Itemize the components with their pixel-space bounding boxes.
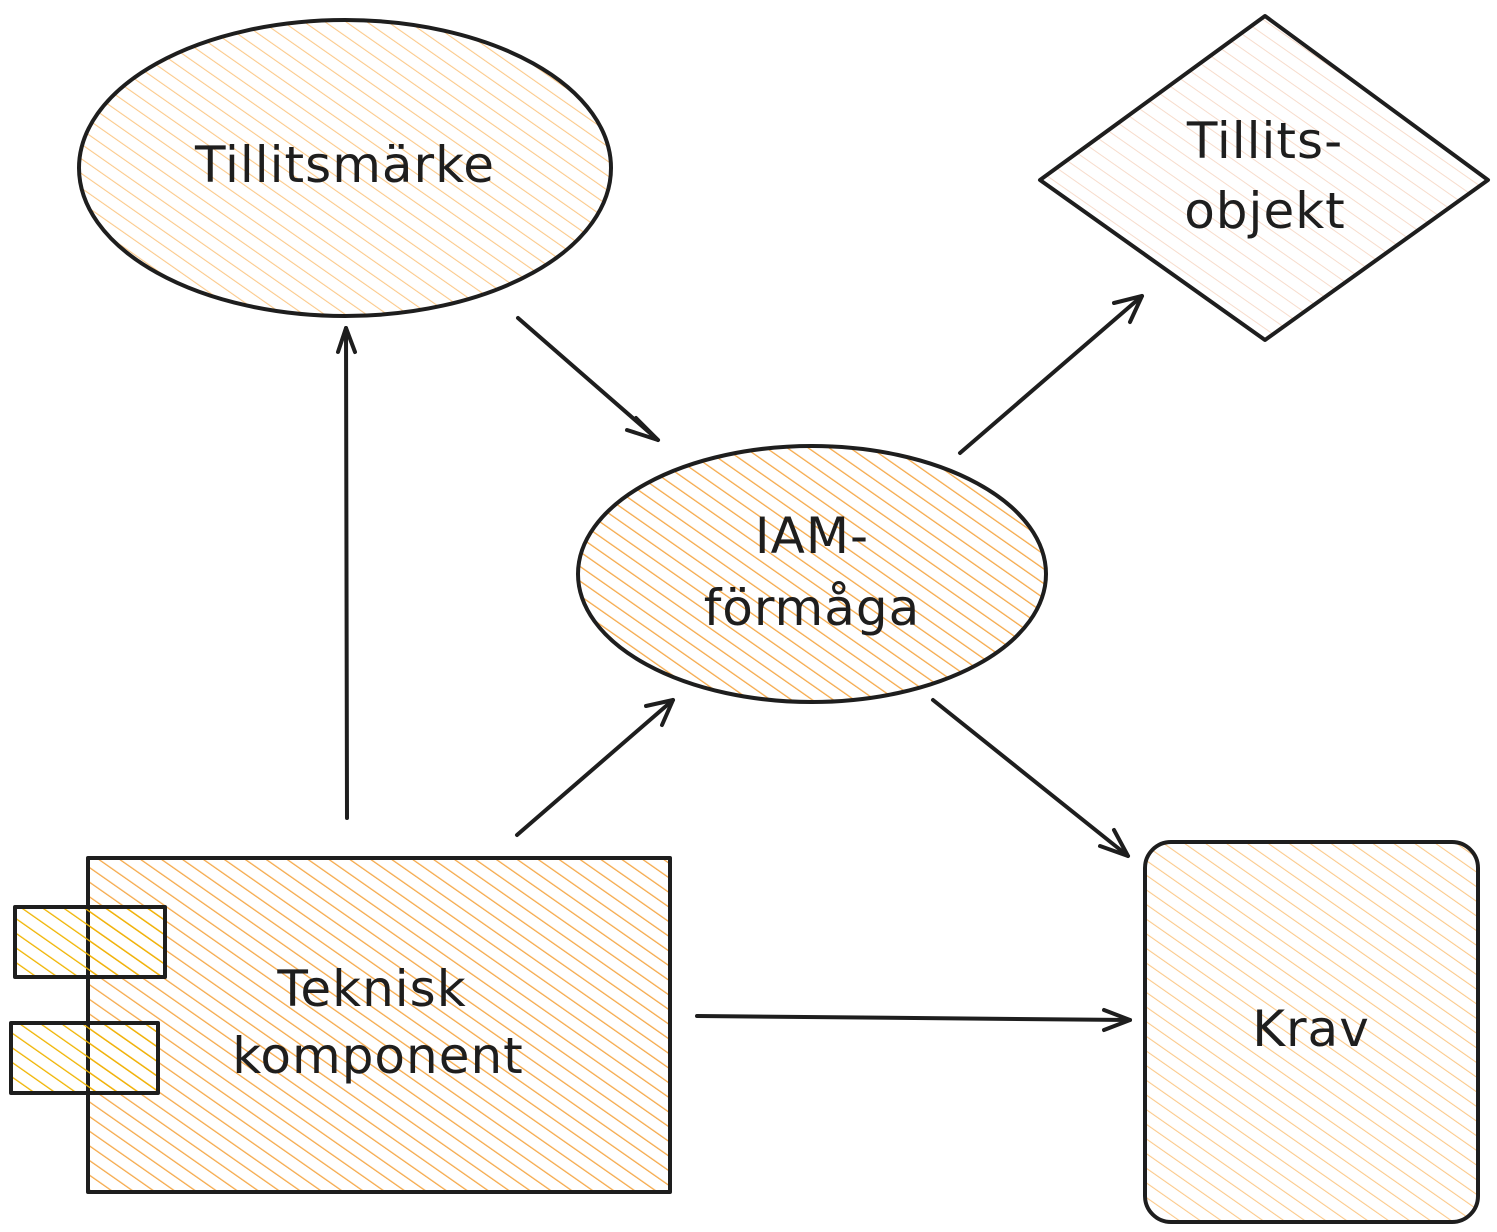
teknisk-port-bottom [9, 1021, 160, 1095]
teknisk-body-fill [88, 858, 670, 1192]
krav-outline [1143, 840, 1480, 1224]
iam-label-line2: förmåga [704, 579, 921, 637]
tillitsobjekt-outline [1038, 14, 1490, 342]
krav-label: Krav [1252, 1000, 1370, 1058]
teknisk-port-top-fill [15, 907, 165, 977]
node-iam-formaga[interactable]: IAM- förmåga [576, 444, 1048, 704]
teknisk-label-line1: Teknisk [276, 960, 466, 1018]
arrow-tillitsmarke-to-iam [516, 316, 660, 442]
node-tillitsmarke[interactable]: Tillitsmärke [77, 18, 613, 318]
arrow-iam-to-krav [931, 698, 1130, 858]
tillitsobjekt-label-line2: objekt [1184, 182, 1346, 240]
arrow-teknisk-to-krav [695, 1008, 1132, 1032]
tillitsmarke-outline [77, 18, 613, 318]
arrow-iam-to-tillitsobjekt [958, 294, 1144, 455]
tillitsmarke-label: Tillitsmärke [194, 136, 495, 194]
tillitsobjekt-label-line1: Tillits- [1186, 112, 1343, 170]
tillitsobjekt-fill [1040, 16, 1488, 340]
teknisk-port-bottom-fill [11, 1023, 158, 1093]
tillitsmarke-fill [79, 20, 611, 316]
node-tillitsobjekt[interactable]: Tillits- objekt [1038, 14, 1490, 342]
teknisk-port-top [13, 905, 167, 979]
teknisk-label-line2: komponent [232, 1027, 524, 1085]
arrow-teknisk-to-tillitsmarke [336, 326, 357, 820]
iam-fill [578, 446, 1046, 702]
iam-label-line1: IAM- [755, 507, 869, 565]
arrow-teknisk-to-iam [515, 698, 675, 837]
node-teknisk-komponent[interactable]: Teknisk komponent [9, 856, 672, 1194]
krav-fill [1145, 842, 1478, 1222]
iam-outline [576, 444, 1048, 704]
node-krav[interactable]: Krav [1143, 840, 1480, 1224]
